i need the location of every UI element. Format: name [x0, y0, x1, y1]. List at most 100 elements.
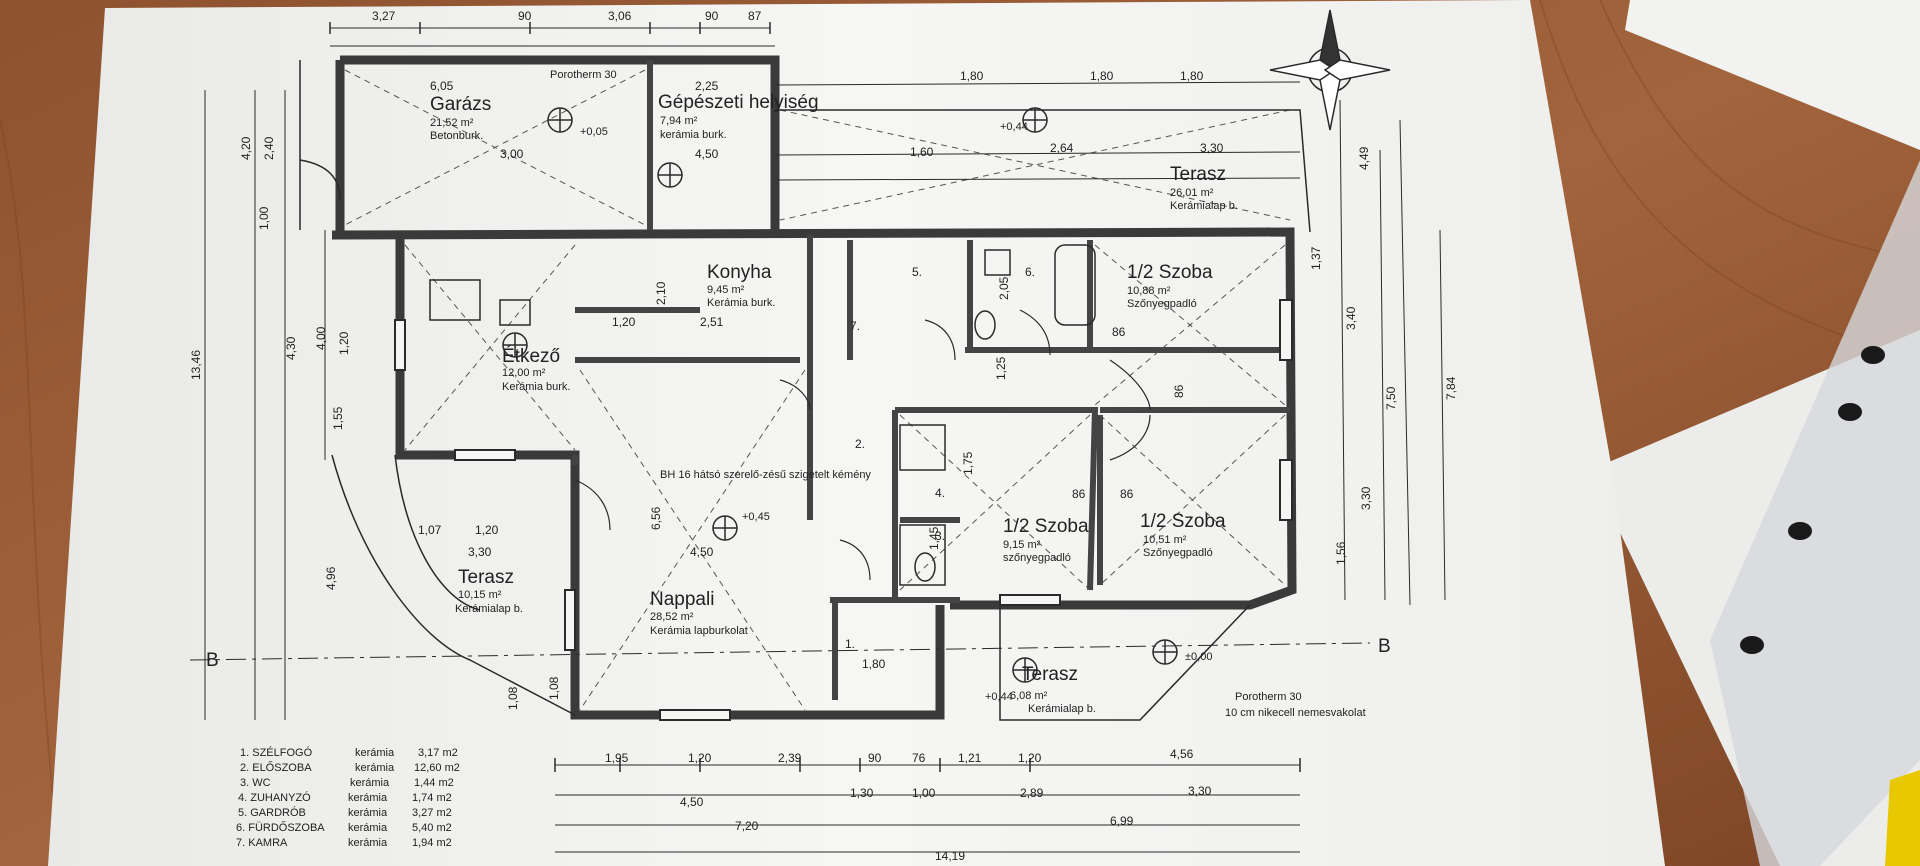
level-b: +0,44	[985, 691, 1013, 703]
room-name: Gépészeti helyiség	[658, 92, 819, 113]
dim-label: 1,20	[1018, 751, 1042, 765]
room-number: 1.	[845, 637, 855, 651]
room-name: Étkező	[502, 346, 560, 367]
room-area: 10,88 m²	[1127, 285, 1171, 297]
dim-label: 13,46	[189, 350, 203, 380]
top-dimensions: 3,27 90 3,06 90 87 6,05 2,25 1,80 1,80 1…	[372, 9, 1224, 161]
room-legend: 1. SZÉLFOGÓ kerámia 3,17 m2 2. ELŐSZOBA …	[236, 746, 460, 849]
legend-room: 4. ZUHANYZÓ	[238, 791, 311, 804]
dim-label: 3,30	[468, 545, 492, 559]
legend-room: 7. KAMRA	[236, 837, 288, 849]
dim-label: 2,40	[262, 136, 276, 160]
section-mark-left: B	[206, 650, 219, 671]
dim-label: 4,50	[680, 795, 704, 809]
dim-label: 90	[518, 9, 532, 23]
room-finish: szőnyegpadló	[1003, 552, 1071, 564]
dim-label: 1,80	[1090, 69, 1114, 83]
legend-area: 1,94 m2	[412, 837, 452, 849]
room-name: 1/2 Szoba	[1140, 511, 1226, 532]
room-finish: Kerámia burk.	[502, 381, 570, 393]
legend-area: 12,60 m2	[414, 762, 460, 774]
dim-label: 1,75	[961, 451, 975, 475]
dim-label: 2,10	[654, 281, 668, 305]
room-area: 28,52 m²	[650, 611, 694, 623]
legend-area: 5,40 m2	[412, 822, 452, 834]
chimney-note: BH 16 hátsó szerelő-zésű szigetelt kémén…	[660, 469, 871, 481]
north-arrow	[1269, 9, 1391, 131]
plan-notes: BH 16 hátsó szerelő-zésű szigetelt kémén…	[206, 69, 1391, 719]
dim-label: 1,00	[257, 206, 271, 230]
room-name: 1/2 Szoba	[1003, 516, 1089, 537]
dim-label: 3,30	[1188, 784, 1212, 798]
dim-label: 3,27	[372, 9, 396, 23]
dim-label: 1,08	[547, 676, 561, 700]
dim-label: 3,40	[1344, 306, 1358, 330]
legend-room: 3. WC	[240, 777, 271, 789]
room-finish: Kerámia lapburkolat	[650, 625, 748, 637]
dim-label: 6,05	[430, 79, 454, 93]
room-finish: Kerámialap b.	[455, 603, 523, 615]
dim-label: 1,80	[1180, 69, 1204, 83]
top-right-paper	[1625, 0, 1920, 150]
dim-label: 4,20	[239, 136, 253, 160]
room-name: Terasz	[1022, 664, 1078, 685]
room-name: Terasz	[1170, 164, 1226, 185]
dim-label: 1,20	[612, 315, 636, 329]
dim-label: 1,60	[910, 145, 934, 159]
yellow-marker	[1885, 770, 1920, 866]
floor-plan	[189, 9, 1446, 853]
room-finish: Kerámia burk.	[707, 297, 775, 309]
room-name: 1/2 Szoba	[1127, 262, 1213, 283]
dim-label: 1,55	[331, 406, 345, 430]
dim-label: 76	[912, 751, 926, 765]
room-name: Konyha	[707, 262, 772, 283]
dim-label: 1,07	[418, 523, 442, 537]
dim-label: 2,39	[778, 751, 802, 765]
dim-label: 1,00	[912, 786, 936, 800]
room-area: 10,51 m²	[1143, 534, 1187, 546]
dim-label: 4,56	[1170, 747, 1194, 761]
dim-label: 1,20	[475, 523, 499, 537]
level-zero: ±0,00	[1185, 651, 1212, 663]
dim-label: 86	[1072, 487, 1086, 501]
dim-label: 87	[748, 9, 762, 23]
dim-label: 4,30	[284, 336, 298, 360]
legend-material: kerámia	[348, 792, 388, 804]
dim-label: 7,50	[1384, 386, 1398, 410]
room-finish: Betonburk.	[430, 130, 483, 142]
dim-label: 1,25	[994, 356, 1008, 380]
room-finish: kerámia burk.	[660, 129, 727, 141]
dim-label: 1,30	[850, 786, 874, 800]
room-number: 3.	[935, 529, 945, 543]
dim-label: 1,20	[337, 331, 351, 355]
room-name: Nappali	[650, 589, 714, 610]
room-name: Terasz	[458, 567, 514, 588]
dim-label: 1,20	[688, 751, 712, 765]
legend-material: kerámia	[348, 822, 388, 834]
dim-label: 7,20	[735, 819, 759, 833]
right-dimensions: 7,84 4,49 1,37 3,40 7,50 3,30 1,56	[1309, 146, 1458, 565]
room-area: 21,52 m²	[430, 117, 474, 129]
legend-room: 2. ELŐSZOBA	[240, 760, 312, 774]
dim-label: 4,50	[695, 147, 719, 161]
level-d: +0,05	[580, 126, 608, 138]
room-number: 2.	[855, 437, 865, 451]
room-labels: Garázs 21,52 m² Betonburk. Gépészeti hel…	[430, 92, 1238, 715]
dim-label: 1,95	[605, 751, 629, 765]
legend-area: 1,74 m2	[412, 792, 452, 804]
room-numbers: 1. 2. 3. 4. 5. 6. 7.	[845, 265, 1035, 651]
dim-label: 86	[1172, 384, 1186, 398]
room-number: 4.	[935, 486, 945, 500]
dim-label: 14,19	[935, 849, 965, 863]
room-area: 6,08 m²	[1010, 690, 1048, 702]
bottom-dimensions: 1,95 1,20 2,39 90 76 1,21 1,20 4,56 4,50…	[605, 747, 1212, 863]
floor-plan-sheet	[48, 0, 1665, 866]
dim-label: 4,49	[1357, 146, 1371, 170]
dim-label: 3,06	[608, 9, 632, 23]
legend-area: 1,44 m2	[414, 777, 454, 789]
porotherm-note: Porotherm 30	[1235, 691, 1302, 703]
room-area: 10,15 m²	[458, 589, 502, 601]
room-area: 9,45 m²	[707, 284, 745, 296]
room-area: 26,01 m²	[1170, 187, 1214, 199]
dim-label: 3,00	[500, 147, 524, 161]
